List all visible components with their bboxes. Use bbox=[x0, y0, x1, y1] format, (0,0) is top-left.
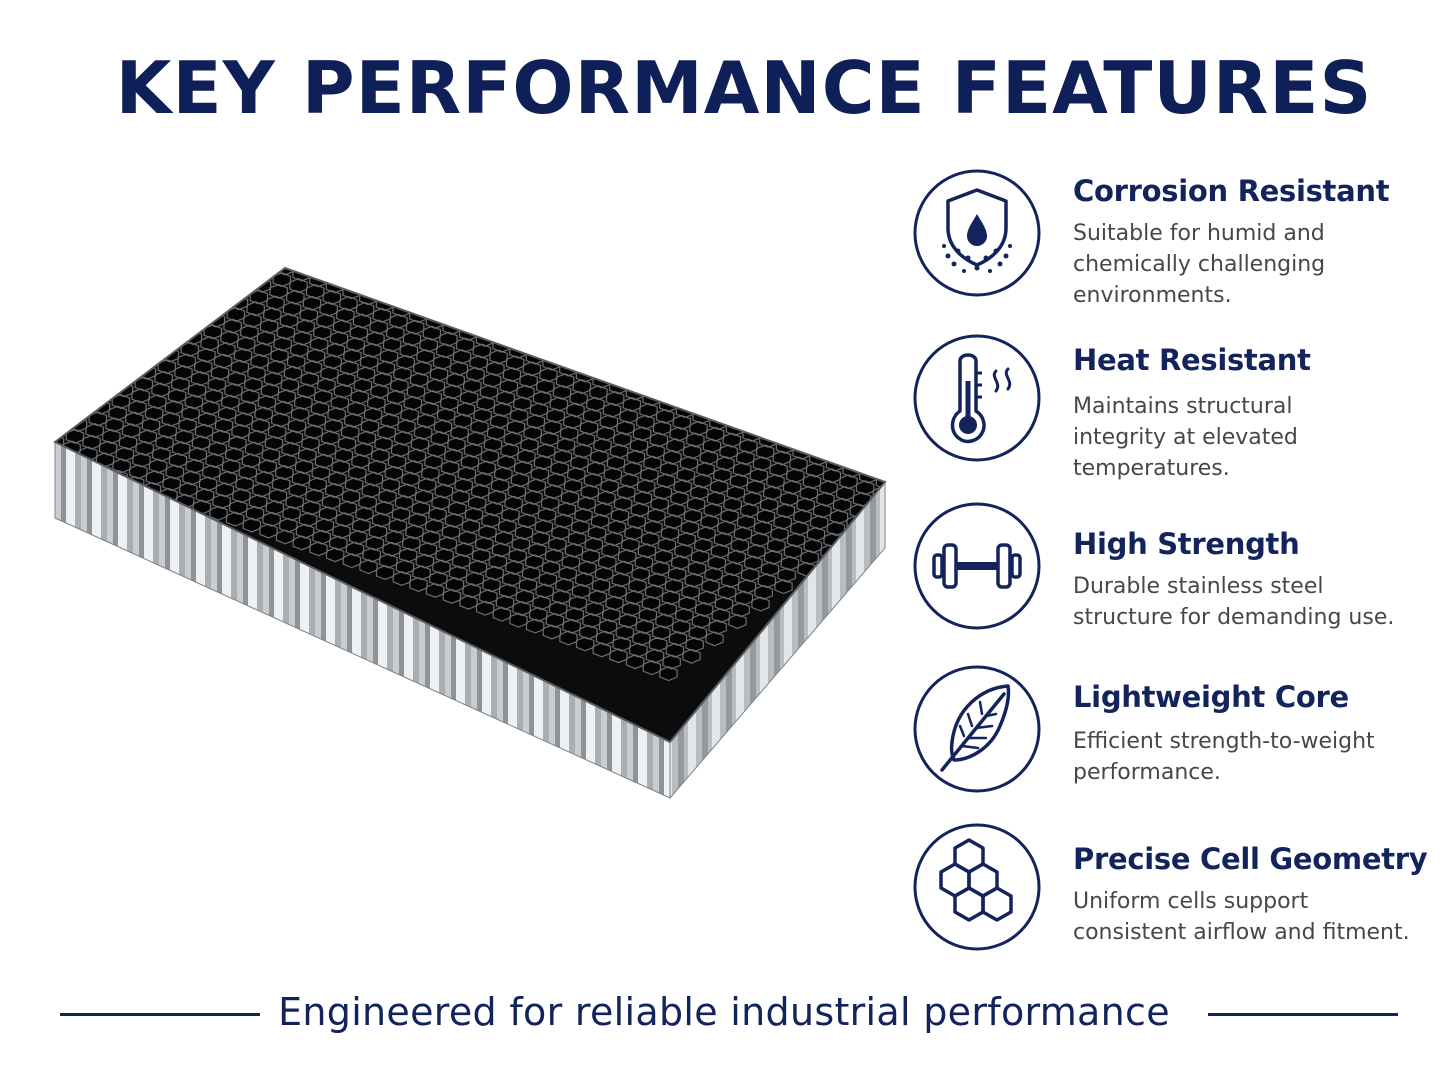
feature-description: Maintains structural integrity at elevat… bbox=[1073, 394, 1298, 481]
dumbbell-icon bbox=[913, 502, 1041, 630]
feature-description: Uniform cells support consistent airflow… bbox=[1073, 889, 1410, 945]
feature-description: Efficient strength-to-weight performance… bbox=[1073, 729, 1375, 785]
hexagon-cells-icon bbox=[913, 823, 1041, 951]
footer-tagline: Engineered for reliable industrial perfo… bbox=[278, 990, 1170, 1034]
feature-title: High Strength bbox=[1073, 527, 1300, 561]
feature-description: Suitable for humid and chemically challe… bbox=[1073, 221, 1326, 308]
footer-divider-left bbox=[60, 1013, 260, 1016]
honeycomb-panel-image bbox=[53, 266, 887, 800]
footer-divider-right bbox=[1208, 1013, 1398, 1016]
feature-title: Precise Cell Geometry bbox=[1073, 842, 1428, 876]
feature-title: Corrosion Resistant bbox=[1073, 174, 1390, 208]
feature-title: Lightweight Core bbox=[1073, 680, 1349, 714]
page-title: KEY PERFORMANCE FEATURES bbox=[115, 46, 1373, 130]
feature-description: Durable stainless steel structure for de… bbox=[1073, 574, 1395, 630]
feather-icon bbox=[913, 665, 1041, 793]
shield-droplet-icon bbox=[913, 169, 1041, 297]
features-list: Corrosion Resistant Suitable for humid a… bbox=[912, 0, 1432, 1086]
thermometer-icon bbox=[913, 334, 1041, 462]
feature-title: Heat Resistant bbox=[1073, 343, 1311, 377]
